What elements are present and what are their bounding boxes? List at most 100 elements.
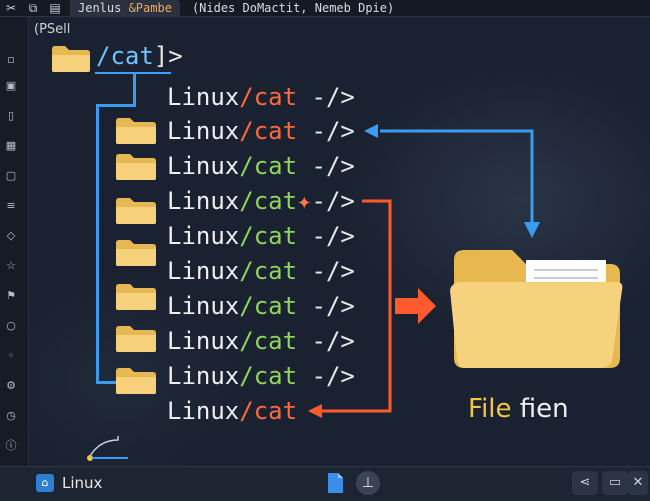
list-item[interactable]: Linux/cat -/> — [167, 326, 355, 356]
box-icon[interactable]: ▣ — [5, 79, 17, 92]
document-icon[interactable] — [324, 472, 346, 494]
file-label-first: File — [468, 394, 512, 424]
row-tail: -/> — [311, 187, 355, 215]
folder-icon[interactable] — [114, 152, 158, 182]
row-tail: -/> — [297, 83, 355, 111]
list-item[interactable]: Linux/cat -/> — [167, 291, 355, 321]
square-icon[interactable]: ▢ — [5, 169, 17, 182]
root-underline — [95, 72, 171, 74]
tree-connector-branch — [96, 104, 136, 107]
status-bar — [0, 466, 650, 501]
row-tail: -/> — [297, 292, 355, 320]
folder-icon[interactable] — [114, 282, 158, 312]
list-item[interactable]: Linux/cat -/> — [167, 151, 355, 181]
info-icon[interactable]: ⓘ — [5, 439, 17, 452]
status-app-label[interactable]: Linux — [62, 474, 103, 492]
root-path-bracket: ]> — [153, 42, 183, 70]
row-path: /cat — [239, 117, 298, 145]
row-tail: -/> — [297, 117, 355, 145]
row-os: Linux — [167, 117, 240, 145]
tab-label-accent: &Pambe — [128, 1, 172, 15]
row-path: /cat — [239, 187, 298, 215]
file-icon[interactable]: ▤ — [49, 1, 61, 15]
folder-icon[interactable] — [114, 324, 158, 354]
row-os: Linux — [167, 222, 240, 250]
lock-icon[interactable]: ▫ — [7, 53, 15, 66]
cable-squiggle — [89, 436, 119, 457]
list-icon[interactable]: ≡ — [6, 199, 16, 212]
tag-icon[interactable]: ◇ — [6, 229, 16, 242]
file-label: File fien — [468, 394, 569, 424]
row-tail: -/> — [297, 327, 355, 355]
list-item[interactable]: Linux/cat — [167, 396, 297, 426]
blue-arrowhead-left — [364, 124, 378, 138]
gear-icon[interactable]: ⚙ — [6, 379, 16, 392]
tree-connector-top — [133, 74, 136, 106]
row-tail: -/> — [297, 362, 355, 390]
flag-icon[interactable]: ⚑ — [6, 289, 16, 302]
clock-icon[interactable]: ◷ — [6, 409, 16, 422]
left-gutter: ▫ ▣ ▯ ▦ ▢ ≡ ◇ ☆ ⚑ ○ ◦ ⚙ ◷ ⓘ — [0, 17, 29, 467]
row-os: Linux — [167, 83, 240, 111]
row-tail: -/> — [297, 222, 355, 250]
folder-icon[interactable] — [114, 116, 158, 146]
file-label-rest: fien — [511, 394, 569, 424]
share-icon[interactable]: ⋖ — [572, 471, 598, 495]
list-item[interactable]: Linux/cat -/> — [167, 116, 355, 146]
row-path: /cat — [239, 152, 298, 180]
grid-icon[interactable]: ▦ — [5, 139, 17, 152]
blue-arrowhead-down — [524, 222, 540, 238]
big-folder-icon[interactable] — [448, 246, 624, 372]
panel-icon[interactable]: ▭ — [602, 471, 628, 495]
list-item[interactable]: Linux/cat -/> — [167, 256, 355, 286]
pin-icon[interactable]: ⊥ — [356, 471, 380, 495]
red-arrow-big — [395, 288, 436, 324]
row-tail: -/> — [297, 257, 355, 285]
row-path: /cat — [239, 257, 298, 285]
list-item[interactable]: Linux/cat -/> — [167, 221, 355, 251]
root-path[interactable]: /cat]> — [96, 42, 183, 70]
page-icon[interactable]: ▯ — [7, 109, 15, 122]
tab-active[interactable]: Jenlus &Pambe — [70, 0, 180, 16]
tree-connector-vertical — [96, 104, 99, 384]
row-path: /cat — [239, 292, 298, 320]
list-item[interactable]: Linux/cat -/> — [167, 361, 355, 391]
scissors-icon[interactable]: ✂ — [5, 1, 17, 15]
row-path: /cat — [239, 83, 298, 111]
folder-icon[interactable] — [114, 196, 158, 226]
list-item[interactable]: Linux/cat -/> — [167, 82, 355, 112]
row-tail: -/> — [297, 152, 355, 180]
row-os: Linux — [167, 292, 240, 320]
folder-icon[interactable] — [114, 238, 158, 268]
blue-arrow — [380, 129, 534, 225]
row-os: Linux — [167, 187, 240, 215]
row-os: Linux — [167, 327, 240, 355]
tree-connector-end — [96, 381, 116, 384]
cable-dot — [87, 455, 93, 461]
root-folder-icon[interactable] — [50, 44, 92, 74]
row-os: Linux — [167, 397, 240, 425]
close-icon[interactable]: ✕ — [628, 471, 648, 495]
spark-icon: ✦ — [297, 187, 312, 215]
window-title: (Nides DoMactit, Nemeb Dpie) — [191, 1, 395, 15]
row-os: Linux — [167, 257, 240, 285]
row-path: /cat — [239, 327, 298, 355]
tab-label: Jenlus — [78, 1, 129, 15]
red-arrowhead-left — [308, 404, 322, 418]
row-path: /cat — [239, 362, 298, 390]
row-path: /cat — [239, 222, 298, 250]
folder-icon[interactable] — [114, 366, 158, 396]
circle-icon[interactable]: ○ — [6, 319, 16, 332]
row-os: Linux — [167, 362, 240, 390]
row-path: /cat — [239, 397, 298, 425]
star-icon[interactable]: ☆ — [6, 259, 16, 272]
root-path-text: /cat — [96, 42, 154, 70]
app-icon[interactable]: ⌂ — [36, 474, 54, 492]
red-arrow — [320, 199, 392, 413]
row-os: Linux — [167, 152, 240, 180]
dot-icon[interactable]: ◦ — [7, 349, 15, 362]
copy-icon[interactable]: ⧉ — [28, 1, 38, 15]
list-item[interactable]: Linux/cat✦-/> — [167, 186, 355, 216]
